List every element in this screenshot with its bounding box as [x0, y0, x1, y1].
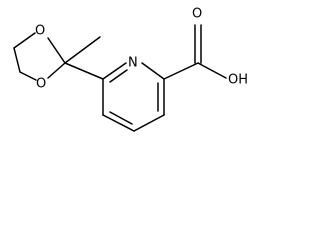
atom-oxygen-dioxolane-bottom: O — [36, 77, 46, 92]
double-bond-c6-n — [109, 69, 128, 83]
bond-o1-ch2 — [13, 32, 36, 49]
bond-ketal-to-pyridine — [64, 62, 104, 80]
bond-methyl — [64, 36, 101, 64]
bond-c4-c5 — [102, 114, 135, 132]
bond-o2-ketal-carbon — [47, 62, 66, 79]
bond-ch2-ch2 — [13, 47, 21, 73]
atom-hydroxyl: OH — [228, 73, 248, 88]
double-bond-c4-c5 — [109, 111, 133, 125]
molecule-drawing: O O N O OH — [13, 7, 248, 132]
atom-oxygen-dioxolane-top: O — [35, 24, 45, 39]
atom-oxygen-carbonyl: O — [192, 7, 202, 22]
atom-nitrogen-pyridine: N — [128, 56, 138, 71]
structure-diagram: O O N O OH — [0, 0, 256, 134]
dioxolane-ring — [13, 32, 66, 81]
carboxylic-acid-group — [163, 24, 227, 80]
bond-c6-n — [102, 62, 127, 80]
bond-ch2-o2 — [19, 71, 37, 81]
bond-c2-carboxyl — [163, 62, 199, 80]
bond-ketal-carbon-o1 — [47, 37, 66, 64]
pyridine-ring — [102, 62, 165, 132]
bond-c3-c4 — [133, 114, 165, 132]
bond-n-c2 — [141, 62, 165, 80]
bond-carboxyl-oh — [197, 62, 227, 79]
